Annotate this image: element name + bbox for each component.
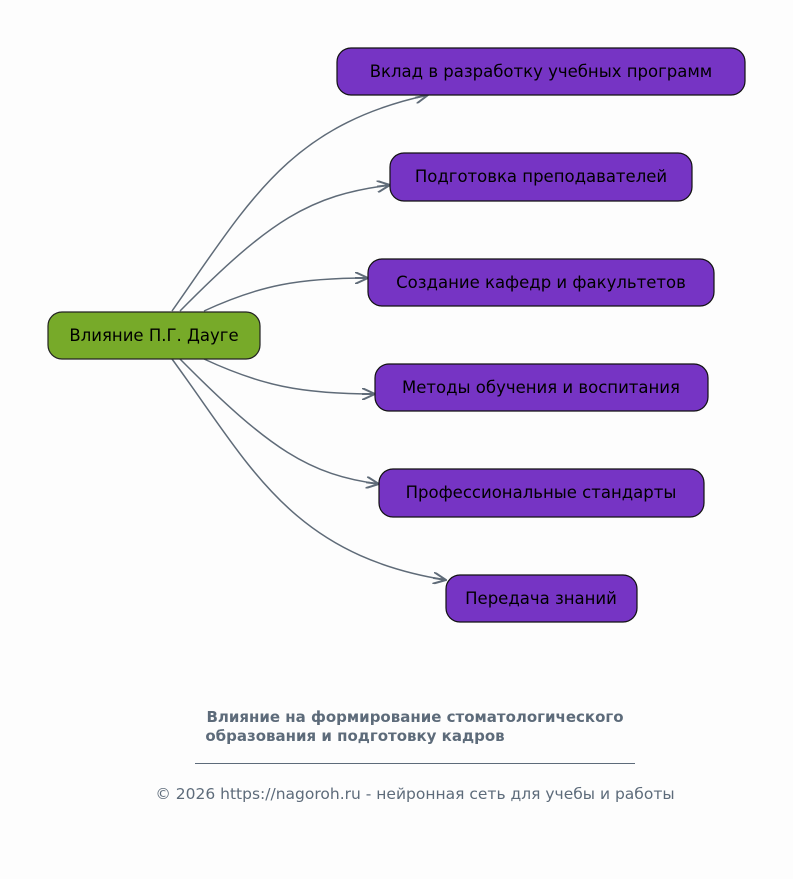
child-node-6[interactable]: Передача знаний [445, 574, 638, 623]
child-node-4[interactable]: Методы обучения и воспитания [374, 363, 709, 412]
child-node-label: Передача знаний [465, 589, 617, 608]
edge-6 [171, 358, 446, 580]
copyright-footer: © 2026 https://nagoroh.ru - нейронная се… [155, 785, 675, 803]
edge-2 [179, 185, 390, 312]
diagram-caption: Влияние на формирование стоматологическо… [0, 708, 793, 746]
root-node[interactable]: Влияние П.Г. Дауге [47, 311, 261, 360]
child-node-1[interactable]: Вклад в разработку учебных программ [336, 47, 746, 96]
edge-5 [179, 358, 379, 484]
caption-divider [195, 763, 635, 764]
edge-1 [171, 95, 428, 312]
edge-3 [203, 278, 368, 312]
caption-line-1: Влияние на формирование стоматологическо… [206, 708, 624, 726]
child-node-label: Профессиональные стандарты [406, 483, 677, 502]
child-node-3[interactable]: Создание кафедр и факультетов [367, 258, 715, 307]
child-node-label: Вклад в разработку учебных программ [370, 62, 713, 81]
child-node-label: Подготовка преподавателей [415, 167, 667, 186]
caption-line-2: образования и подготовку кадров [205, 727, 505, 745]
child-node-5[interactable]: Профессиональные стандарты [378, 468, 705, 518]
child-node-label: Создание кафедр и факультетов [396, 273, 686, 292]
child-node-label: Методы обучения и воспитания [402, 378, 680, 397]
child-node-2[interactable]: Подготовка преподавателей [389, 152, 693, 202]
root-node-label: Влияние П.Г. Дауге [69, 326, 238, 345]
edge-4 [203, 358, 375, 394]
